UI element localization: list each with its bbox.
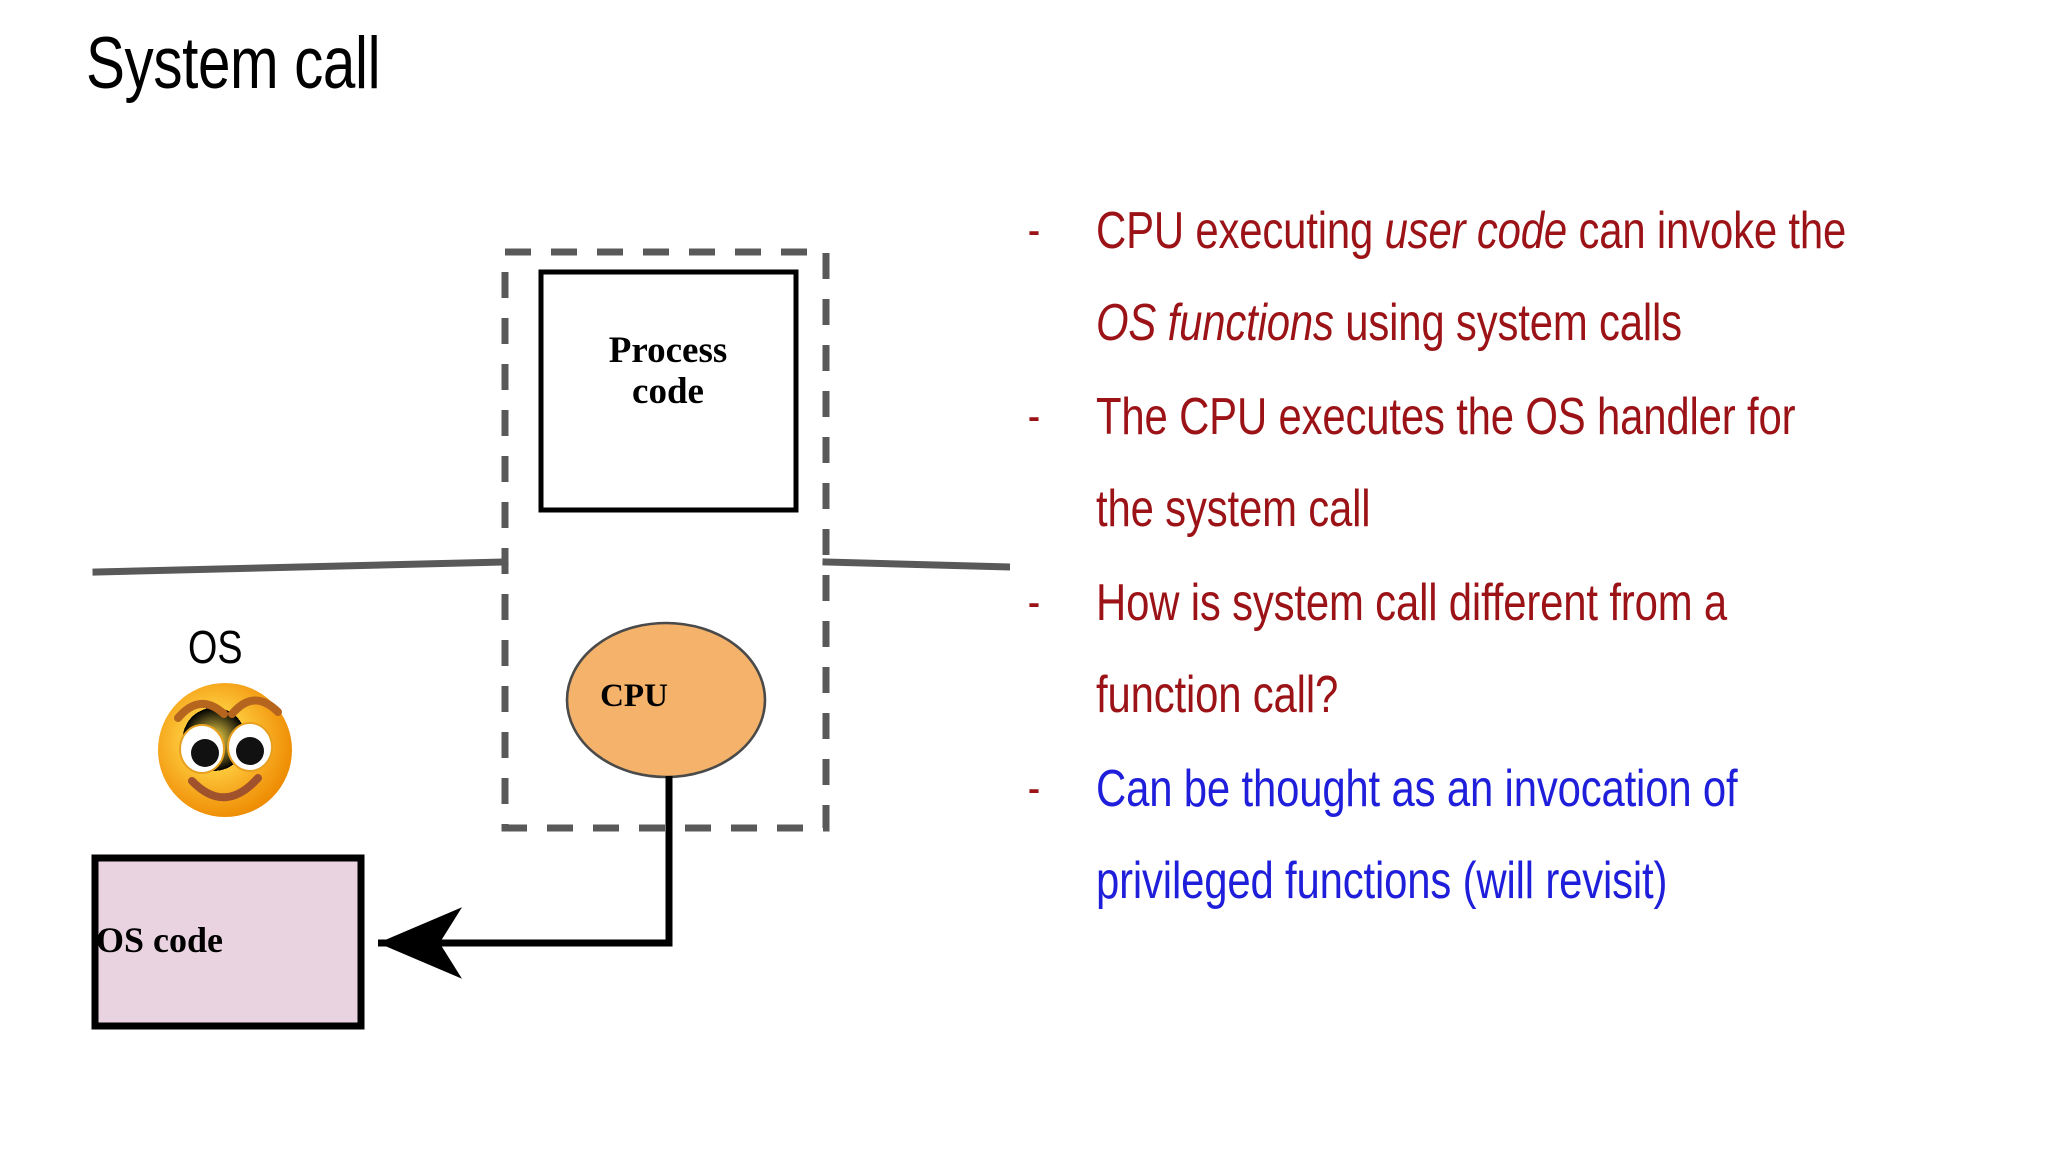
smiley-face-icon: [158, 683, 292, 817]
diagram-canvas: [91, 248, 1010, 1030]
bullet-item: - Can be thought as an invocation of priv…: [1020, 743, 2030, 927]
page-title: System call: [86, 23, 381, 104]
bullet-text: CPU executing user code can invoke the O…: [1096, 185, 1848, 369]
emphasis-text: user code: [1384, 202, 1568, 260]
process-code-box: [538, 269, 799, 513]
plain-text: can invoke the: [1566, 202, 1847, 260]
bullet-text: How is system call different from a func…: [1096, 557, 1848, 741]
boundary-line-right: [822, 558, 1010, 571]
emphasis-text: OS functions: [1096, 294, 1334, 352]
boundary-line-left: [92, 558, 509, 576]
plain-text: Can be thought as an invocation of privi…: [1096, 760, 1738, 910]
bullet-item: - How is system call different from a fun…: [1020, 557, 2030, 741]
cpu-ellipse: [565, 621, 767, 779]
bullet-text: Can be thought as an invocation of privi…: [1096, 743, 1848, 927]
process-boundary-dashed-box: [501, 248, 830, 832]
bullet-item: - CPU executing user code can invoke the …: [1020, 185, 2030, 369]
os-face-label: OS: [188, 621, 243, 673]
bullet-item: - The CPU executes the OS handler for the…: [1020, 371, 2030, 555]
bullet-marker: -: [1027, 762, 1041, 815]
plain-text: How is system call different from a func…: [1096, 574, 1727, 724]
bullet-list: - CPU executing user code can invoke the …: [1020, 185, 2030, 929]
bullet-text: The CPU executes the OS handler for the …: [1096, 371, 1848, 555]
arrow-cpu-to-os-code: [378, 776, 673, 979]
plain-text: The CPU executes the OS handler for the …: [1096, 388, 1796, 538]
bullet-marker: -: [1027, 204, 1041, 257]
bullet-marker: -: [1027, 576, 1041, 629]
bullet-marker: -: [1027, 390, 1041, 443]
plain-text: using system calls: [1333, 294, 1682, 352]
plain-text: CPU executing: [1096, 202, 1385, 260]
os-code-box: [91, 854, 365, 1030]
